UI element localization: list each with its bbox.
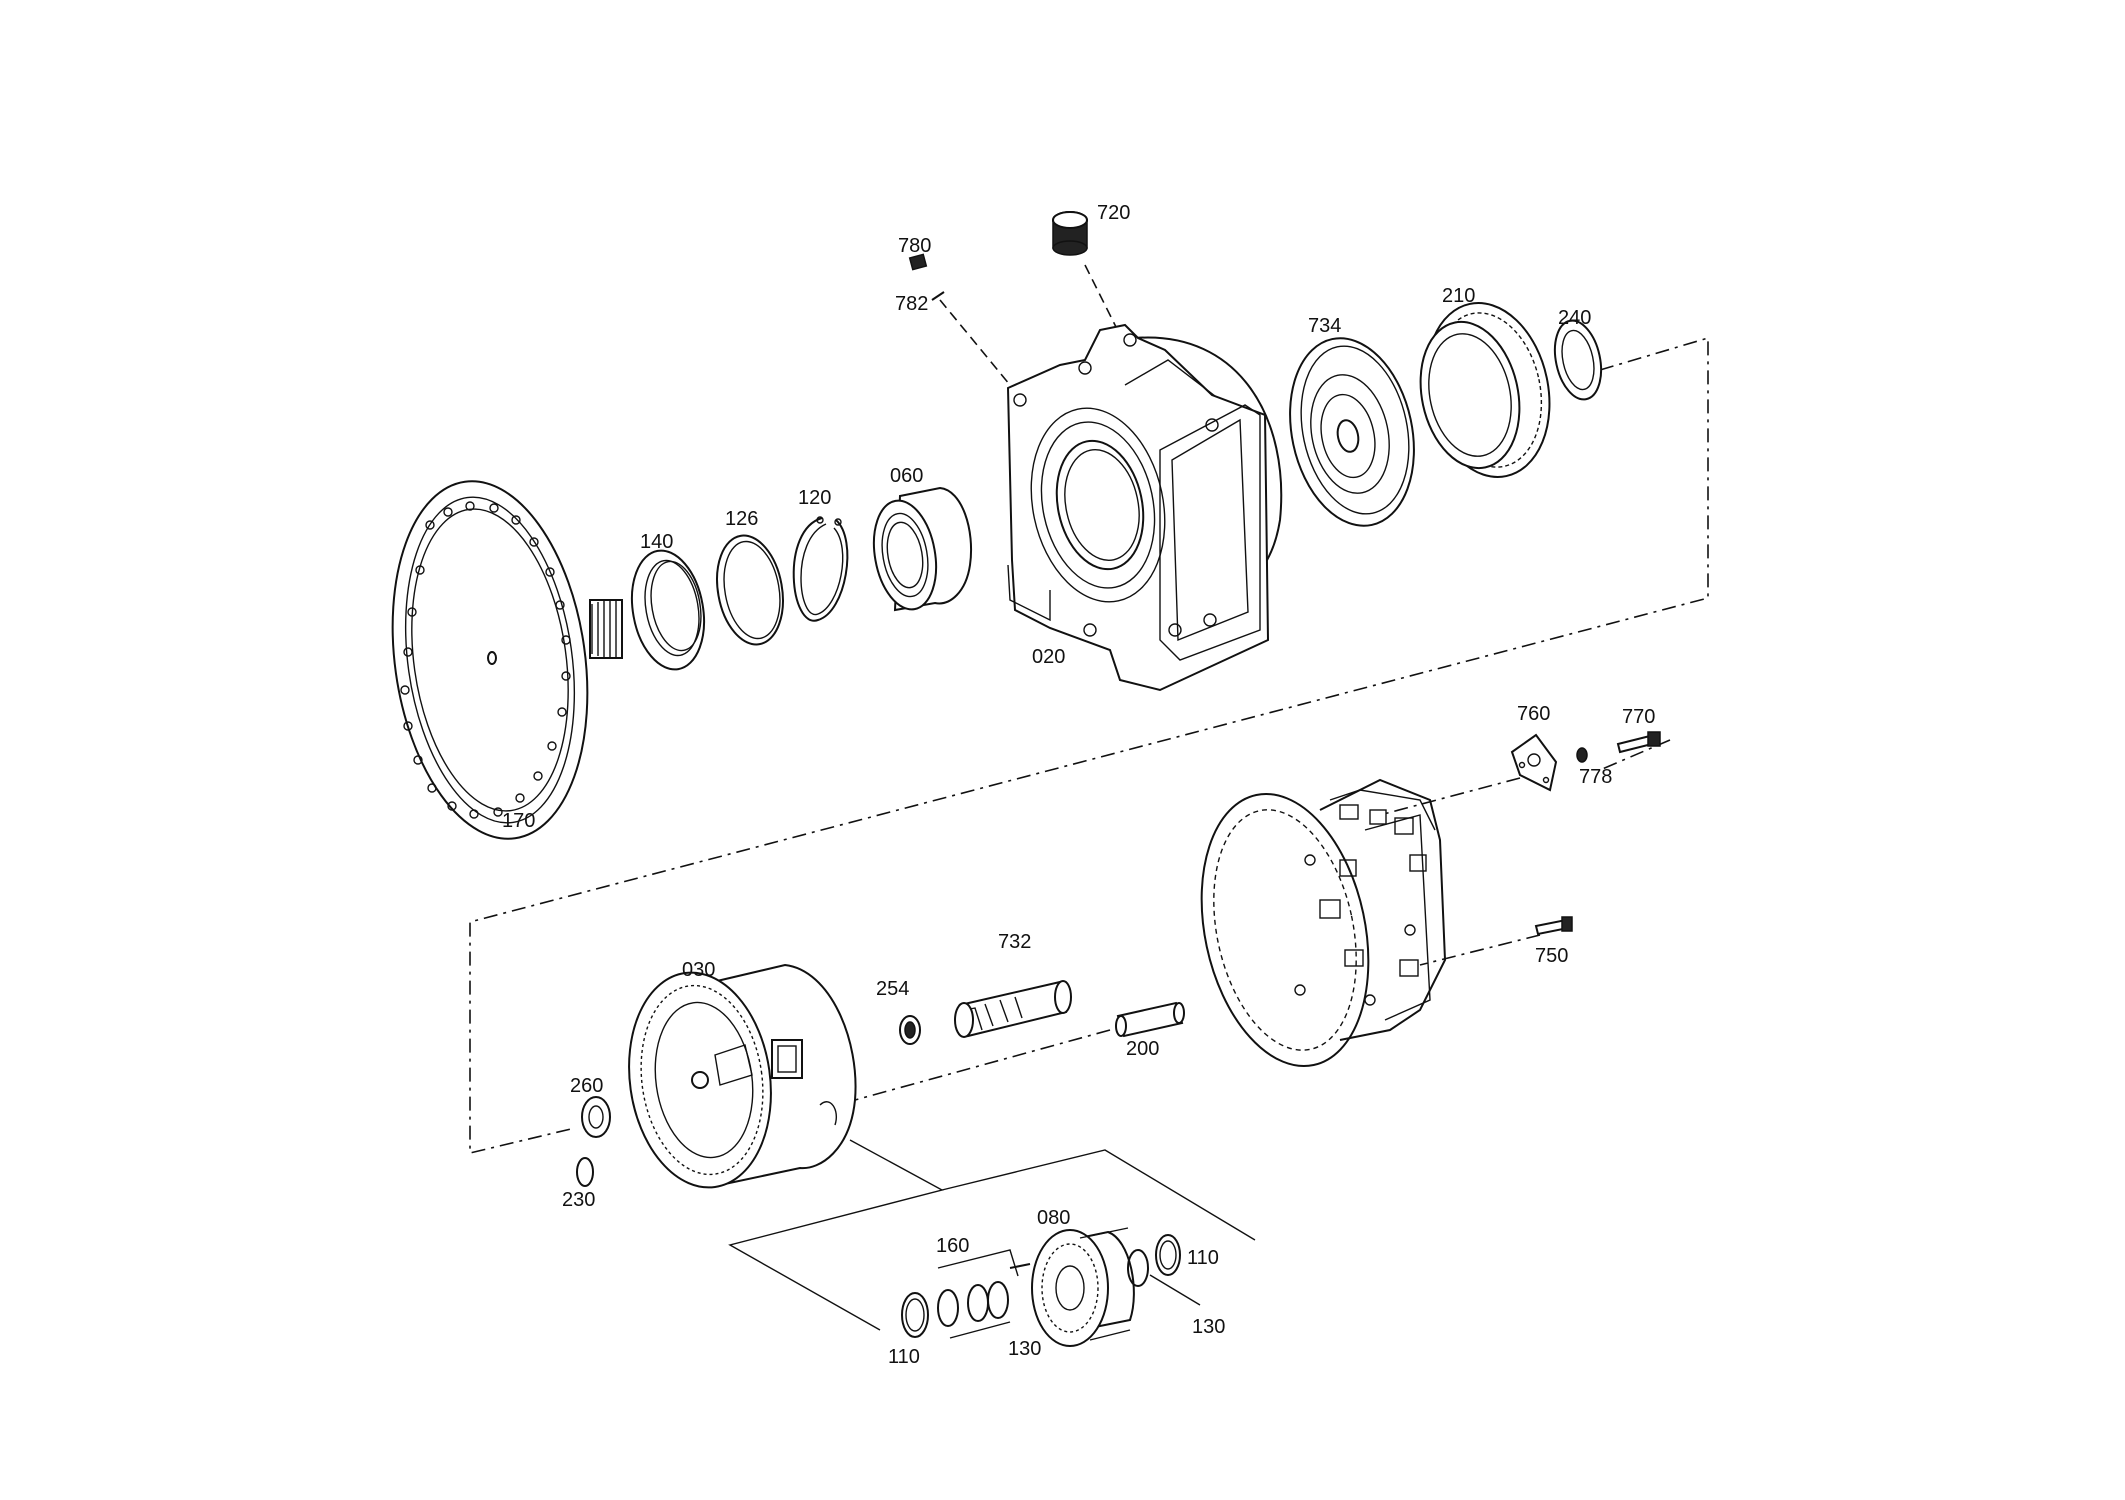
part-720-breather: [1052, 211, 1088, 256]
part-140-seal: [630, 549, 706, 671]
label-020: 020: [1032, 646, 1065, 668]
guide-line-760: [1379, 777, 1521, 816]
guide-line-750: [1419, 934, 1541, 966]
part-060-bearing: [872, 486, 972, 612]
label-060: 060: [890, 465, 923, 487]
part-080-planet-gear: [1031, 1227, 1135, 1347]
part-732-shaft: [954, 980, 1072, 1038]
part-780-plug: [908, 253, 928, 271]
part-240-seal: [1553, 319, 1603, 401]
label-110-left: 110: [888, 1346, 920, 1368]
label-260: 260: [570, 1075, 603, 1097]
label-750: 750: [1535, 945, 1568, 967]
part-230-ring: [576, 1157, 594, 1187]
label-770: 770: [1622, 706, 1655, 728]
label-230: 230: [562, 1189, 595, 1211]
label-130-left: 130: [1008, 1338, 1041, 1360]
label-170: 170: [502, 810, 535, 832]
label-080: 080: [1037, 1207, 1070, 1229]
part-130-rings-left: [937, 1281, 1009, 1327]
part-200-pin: [1115, 1001, 1185, 1038]
label-734: 734: [1308, 315, 1341, 337]
planet-set-bracket: [728, 1139, 1256, 1331]
part-110-washer-left: [901, 1292, 929, 1338]
label-130-right: 130: [1192, 1316, 1225, 1338]
label-210: 210: [1442, 285, 1475, 307]
guide-line-200: [854, 1029, 1111, 1101]
part-750-screw: [1534, 916, 1573, 936]
label-140: 140: [640, 531, 673, 553]
assembled-drive-unit: [1200, 778, 1447, 1068]
leader-lines: [1149, 1274, 1201, 1306]
part-160-needles: [937, 1249, 1031, 1339]
label-780: 780: [898, 235, 931, 257]
part-126-ring: [716, 534, 784, 646]
label-030: 030: [682, 959, 715, 981]
part-782-seal: [931, 291, 945, 301]
part-770-screw: [1616, 731, 1661, 754]
label-240: 240: [1558, 307, 1591, 329]
part-130-ring-right: [1127, 1249, 1149, 1287]
part-020-housing: [1006, 323, 1283, 692]
label-760: 760: [1517, 703, 1550, 725]
label-732: 732: [998, 931, 1031, 953]
part-778-washer: [1576, 747, 1588, 763]
label-160: 160: [936, 1235, 969, 1257]
assembly-guide-line: [469, 336, 1709, 1155]
part-120-snap-ring: [792, 516, 849, 622]
label-110-right: 110: [1187, 1247, 1219, 1269]
part-734-disc: [1289, 337, 1415, 527]
part-210-ring-gear: [1419, 302, 1551, 478]
part-260-bearing: [581, 1096, 611, 1138]
label-120: 120: [798, 487, 831, 509]
part-760-bracket: [1510, 733, 1558, 792]
part-030-planet-carrier: [628, 963, 857, 1189]
label-126: 126: [725, 508, 758, 530]
guide-line-782: [939, 299, 1011, 386]
label-254: 254: [876, 978, 909, 1000]
part-170-flange: [391, 480, 623, 840]
label-720: 720: [1097, 202, 1130, 224]
part-110-washer-right: [1155, 1234, 1181, 1276]
label-782: 782: [895, 293, 928, 315]
label-200: 200: [1126, 1038, 1159, 1060]
label-778: 778: [1579, 766, 1612, 788]
part-254-washer: [899, 1015, 921, 1045]
